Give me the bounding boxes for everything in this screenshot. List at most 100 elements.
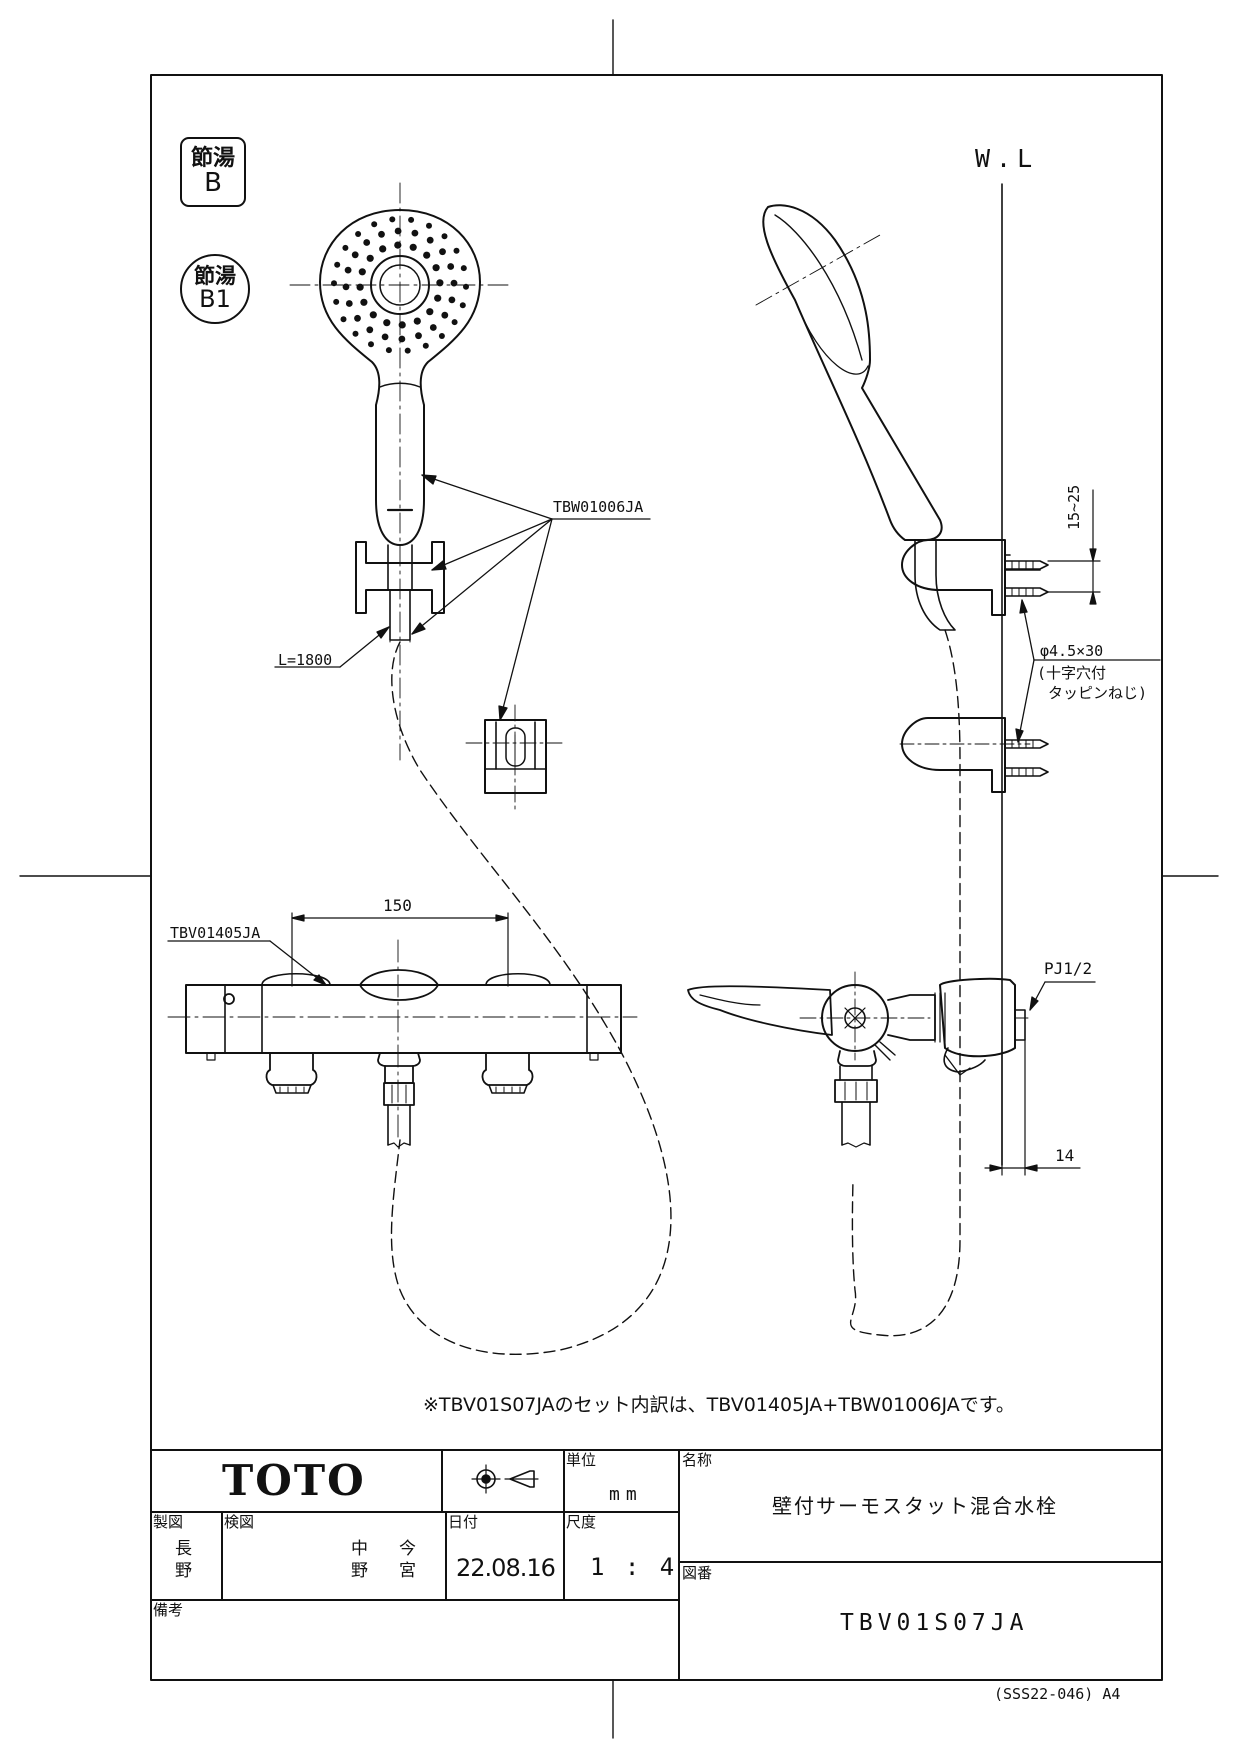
nozzle-dot [345,300,353,307]
nozzle-dot [441,311,449,319]
nozzle-dot [426,222,432,229]
nozzle-dot [333,298,340,305]
drawing-border [150,74,1163,1681]
checked-by-a2: 野 [351,1561,368,1581]
dimension-14 [984,1039,1081,1176]
water-saving-badge-b1: 節湯 B1 [180,254,250,324]
shower-head-side [755,183,1003,1166]
product-name: 壁付サーモスタット混合水栓 [772,1494,1058,1518]
nozzle-dot [358,268,366,276]
faucet-side [687,971,1029,1148]
nozzle-dot [423,251,431,259]
nozzle-dot [432,264,440,272]
nozzle-dot [459,302,466,309]
label-pipe-thread: PJ1/2 [1044,959,1093,978]
scale-value: 1 : 4 [590,1553,678,1581]
scale-label: 尺度 [566,1513,597,1531]
nozzle-dot [463,283,469,290]
nozzle-dot [409,243,417,251]
nozzle-dot [453,247,460,254]
nozzle-dot [398,321,406,329]
nozzle-dot [460,265,467,272]
hose-front [390,641,672,1356]
set-composition-note: ※TBV01S07JAのセット内訳は、TBV01405JA+TBW01006JA… [423,1394,1015,1416]
nozzle-dot [394,241,402,249]
nozzle-dot [436,279,444,287]
drawing-number: TBV01S07JA [840,1610,1029,1636]
sheet-reference: (SSS22-046) A4 [994,1685,1121,1703]
nozzle-dot [429,324,437,331]
checked-label: 検図 [224,1513,255,1531]
label-screw-desc-1: (十字穴付 [1037,664,1107,682]
unit-label: 単位 [566,1451,597,1469]
faucet-front [167,939,638,1148]
label-screw-desc-2: タッピンねじ) [1048,684,1148,702]
nozzle-dot [426,236,434,244]
nozzle-dot [366,326,374,334]
nozzle-dot [378,230,385,238]
nozzle-dot [434,294,442,302]
badge-b1-line1: 節湯 [194,264,236,289]
dimension-14-label: 14 [1055,1146,1075,1165]
leader-pj [1029,981,1096,1011]
label-shower-set-part: TBW01006JA [553,498,644,516]
nozzle-dot [394,227,402,235]
hose-holder-side-lower [899,717,1031,793]
nozzle-dot [360,298,368,306]
badge-b1-line2: B1 [199,285,231,314]
badge-b-line1: 節湯 [190,145,235,171]
checked-by-b1: 今 [399,1539,416,1559]
nozzle-dot [413,317,421,325]
nozzle-dot [368,341,374,348]
title-block-frame [150,1449,1163,1681]
nozzle-dot [383,319,391,327]
nozzle-dot [439,248,446,256]
label-screw-spec: φ4.5×30 [1040,642,1104,660]
nozzle-dot [426,308,434,316]
nozzle-dot [448,296,456,304]
nozzle-dot [451,319,458,326]
nozzle-dot [450,279,458,287]
dimension-15-25-label: 15~25 [1065,484,1083,530]
nozzle-dot [438,333,445,339]
nozzle-dot [398,335,406,343]
nozzle-dot [369,311,377,319]
nozzle-dot [441,233,448,240]
shower-head-front [289,182,511,761]
nozzle-dot [415,332,422,340]
nozzle-dot [334,261,341,268]
drawing-number-label: 図番 [682,1564,713,1582]
nozzle-dot [344,266,352,274]
nozzle-dot [366,254,374,262]
hose-holder-detail [465,704,563,811]
nozzle-dot [342,244,349,251]
name-label: 名称 [682,1451,713,1469]
leader-lines-front [167,474,651,986]
nozzle-dot [356,283,364,291]
company-logo: TOTO [222,1456,366,1505]
label-faucet-part: TBV01405JA [170,924,261,942]
dimension-15-25 [1047,489,1101,605]
unit-value: mm [609,1484,643,1505]
nozzle-dot [355,231,362,237]
nozzle-dot [422,342,429,349]
date-label: 日付 [448,1513,479,1531]
label-hose-length: L=1800 [278,651,333,669]
spray-nozzles [331,216,469,354]
nozzle-dot [342,283,350,291]
nozzle-dot [389,216,396,223]
nozzle-dot [447,263,455,270]
projection-symbol [471,1464,539,1494]
dimension-150 [291,912,509,987]
nozzle-dot [371,221,378,228]
water-level-label: W.L [975,144,1039,173]
nozzle-dot [385,347,392,354]
nozzle-dot [404,347,411,354]
dimension-150-label: 150 [383,896,412,915]
nozzle-dot [351,251,359,259]
nozzle-dot [354,314,361,322]
nozzle-dot [352,330,359,337]
nozzle-dot [408,216,415,223]
leader-lines-screw [1015,599,1161,743]
